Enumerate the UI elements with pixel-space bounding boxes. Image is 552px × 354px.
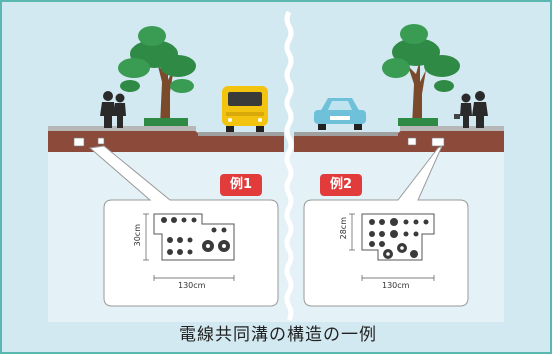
car [314,98,366,130]
pedestrians-right [454,91,488,128]
conduit-block-example-1 [143,213,235,281]
example-2-height-label: 28cm [339,217,348,240]
example-2-width-label: 130cm [382,281,410,290]
example-2-badge: 例2 [320,174,363,196]
sidewalk-right [400,126,504,131]
cable-box-right-1 [407,137,417,146]
tree-right [382,24,460,126]
diagram-caption: 電線共同溝の構造の一例 [179,325,377,345]
pedestrians-left [100,91,126,128]
ground-right [294,130,504,152]
example-1-height-label: 30cm [133,224,142,247]
cable-box-left-1 [73,137,85,147]
bus [222,86,268,132]
road-right [294,132,398,136]
break-line [284,10,294,322]
road-left [198,132,284,136]
sidewalk-left [48,126,196,131]
ground-left [48,130,284,152]
cable-box-left-2 [97,137,105,145]
conduit-block-example-2 [349,213,435,281]
example-1-width-label: 130cm [178,281,206,290]
example-1-badge: 例1 [220,174,263,196]
cable-box-right-2 [431,137,445,147]
tree-left [118,26,196,126]
